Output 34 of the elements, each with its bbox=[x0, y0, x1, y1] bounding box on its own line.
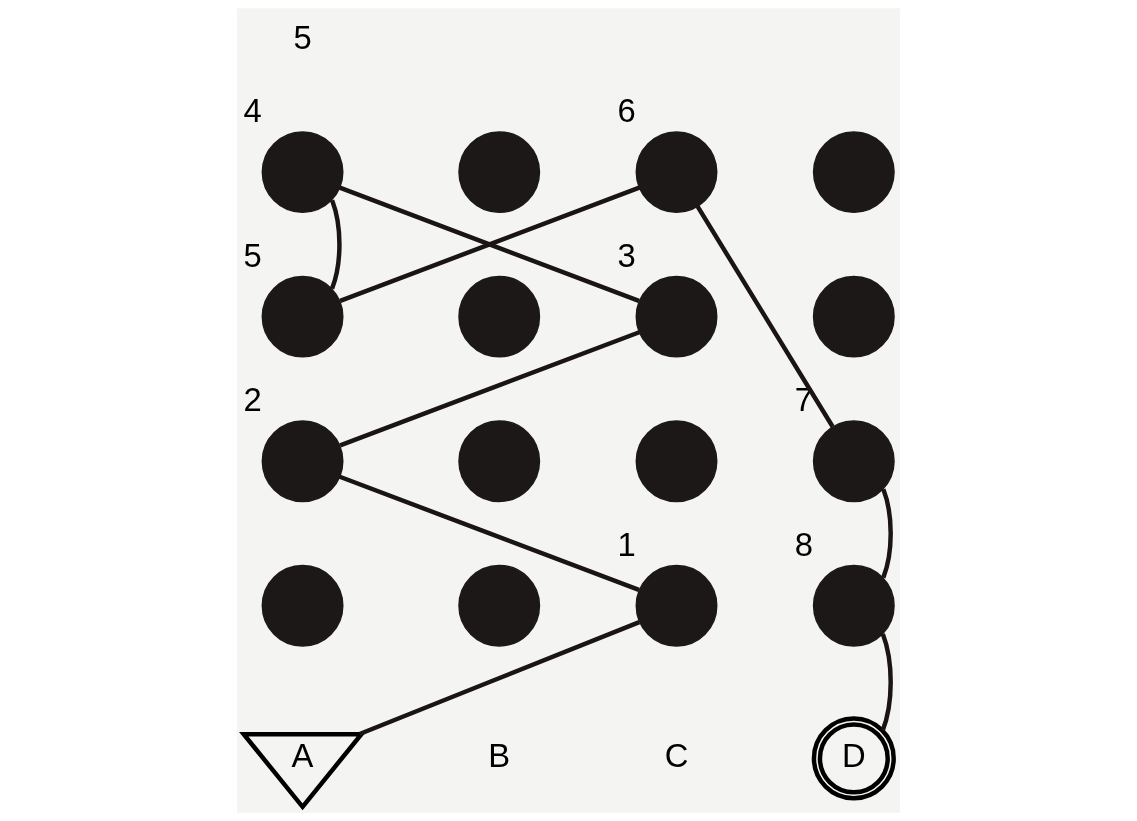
node-circle bbox=[261, 131, 344, 214]
connector bbox=[880, 633, 893, 732]
node-label: 5 bbox=[243, 236, 262, 274]
node-label: 1 bbox=[617, 525, 636, 563]
node-label: 6 bbox=[617, 92, 636, 130]
node-circle bbox=[458, 131, 541, 214]
connector bbox=[358, 620, 641, 737]
node-circle bbox=[635, 564, 718, 647]
node-circle bbox=[635, 275, 718, 358]
node-circle bbox=[635, 131, 718, 214]
node-circle bbox=[261, 275, 344, 358]
node-circle bbox=[261, 420, 344, 503]
node-circle bbox=[812, 420, 895, 503]
node-label: 2 bbox=[243, 381, 262, 419]
node-circle bbox=[458, 564, 541, 647]
node-label: 4 bbox=[243, 92, 262, 130]
node-circle bbox=[458, 275, 541, 358]
connector bbox=[339, 474, 640, 593]
connector bbox=[881, 488, 893, 579]
label: B bbox=[488, 736, 511, 774]
node-circle bbox=[812, 564, 895, 647]
node-label: 3 bbox=[617, 236, 636, 274]
node-label: 8 bbox=[794, 525, 814, 563]
connector bbox=[695, 205, 835, 428]
node-circle bbox=[635, 420, 718, 503]
label: 5 bbox=[293, 19, 312, 57]
node-circle bbox=[261, 564, 344, 647]
label: C bbox=[664, 736, 689, 774]
node-circle bbox=[458, 420, 541, 503]
node-circle bbox=[812, 131, 895, 214]
connector bbox=[339, 330, 641, 448]
node-circle: D bbox=[811, 716, 896, 801]
connector bbox=[329, 199, 342, 290]
node-circle bbox=[812, 275, 895, 358]
